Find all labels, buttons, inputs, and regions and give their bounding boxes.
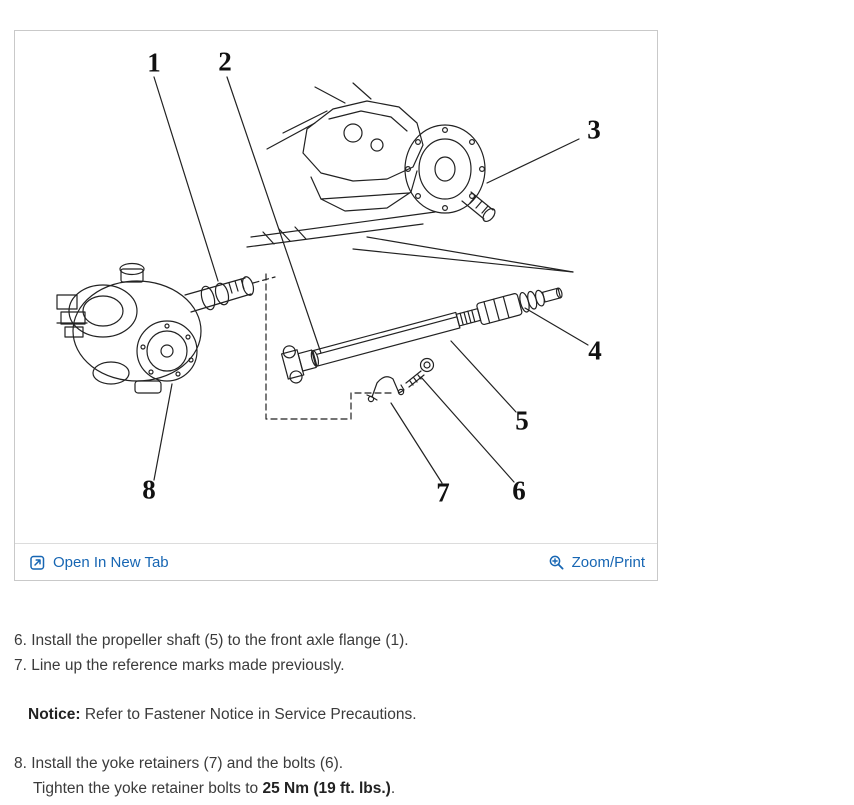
yoke-retainer bbox=[366, 376, 405, 403]
step-7: 7. Line up the reference marks made prev… bbox=[14, 657, 345, 674]
notice-label: Notice: bbox=[28, 706, 81, 723]
callout-6: 6 bbox=[512, 475, 526, 506]
open-in-new-tab-icon bbox=[30, 555, 45, 570]
callout-7: 7 bbox=[436, 477, 450, 508]
step-8-torque: Tighten the yoke retainer bolts to 25 Nm… bbox=[14, 776, 834, 801]
step-8: 8. Install the yoke retainers (7) and th… bbox=[14, 755, 344, 772]
callout-2: 2 bbox=[218, 46, 232, 77]
torque-prefix: Tighten the yoke retainer bolts to bbox=[33, 780, 263, 797]
torque-value: 25 Nm (19 ft. lbs.) bbox=[262, 780, 391, 797]
diagram-viewer: 1 2 3 4 5 6 7 8 Open In New Tab Zoom/Pri… bbox=[14, 30, 658, 581]
callout-leader-lines bbox=[153, 76, 589, 484]
propeller-shaft bbox=[280, 287, 563, 384]
callout-1: 1 bbox=[147, 47, 161, 78]
open-in-new-tab-link[interactable]: Open In New Tab bbox=[29, 554, 169, 571]
zoom-print-link[interactable]: Zoom/Print bbox=[548, 554, 645, 571]
callout-8: 8 bbox=[142, 474, 156, 505]
instructions: 6. Install the propeller shaft (5) to th… bbox=[14, 628, 834, 801]
open-in-new-tab-label: Open In New Tab bbox=[53, 553, 169, 571]
zoom-print-label: Zoom/Print bbox=[571, 553, 645, 571]
callout-3: 3 bbox=[587, 114, 601, 145]
reference-dashed-lines bbox=[252, 273, 396, 420]
transmission-transfer-case bbox=[246, 82, 574, 273]
front-axle-assembly bbox=[56, 262, 255, 394]
step-6: 6. Install the propeller shaft (5) to th… bbox=[14, 632, 409, 649]
zoom-icon bbox=[549, 555, 564, 570]
viewer-toolbar: Open In New Tab Zoom/Print bbox=[15, 543, 657, 580]
torque-suffix: . bbox=[390, 780, 396, 797]
notice-line: Notice: Refer to Fastener Notice in Serv… bbox=[14, 702, 834, 727]
callout-5: 5 bbox=[515, 405, 529, 436]
parts-diagram-drawing bbox=[56, 76, 589, 484]
callout-4: 4 bbox=[588, 335, 602, 366]
notice-text: Refer to Fastener Notice in Service Prec… bbox=[80, 706, 417, 723]
retainer-bolt bbox=[405, 357, 435, 388]
parts-diagram-area: 1 2 3 4 5 6 7 8 bbox=[15, 31, 657, 544]
